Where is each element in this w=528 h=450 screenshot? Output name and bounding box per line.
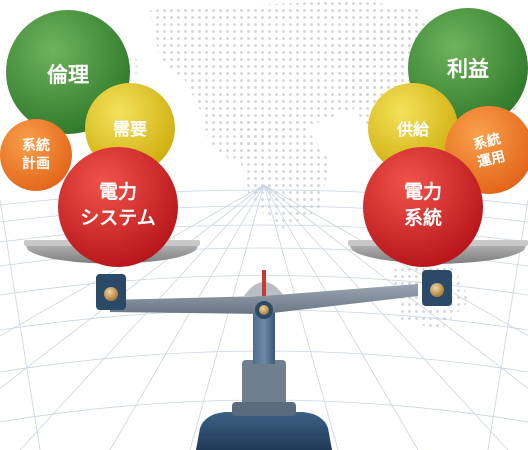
planning-ball: 系統 計画 [0,119,72,191]
svg-text:電力: 電力 [404,180,442,203]
svg-text:倫理: 倫理 [47,63,89,87]
svg-text:系統: 系統 [471,130,502,153]
power-grid-ball: 電力 系統 [363,147,483,267]
svg-text:運用: 運用 [476,149,507,171]
pivot-right [422,270,452,306]
svg-text:計画: 計画 [22,155,50,172]
svg-text:需要: 需要 [113,120,147,140]
power-system-ball: 電力 システム [58,147,178,267]
pivot-left [96,274,126,310]
svg-text:利益: 利益 [447,57,489,81]
svg-text:システム: システム [80,207,155,229]
svg-text:系統: 系統 [22,137,50,154]
svg-text:電力: 電力 [99,180,137,203]
svg-text:供給: 供給 [396,120,430,139]
svg-text:系統: 系統 [404,206,442,229]
balance-scale-icon [96,270,452,450]
